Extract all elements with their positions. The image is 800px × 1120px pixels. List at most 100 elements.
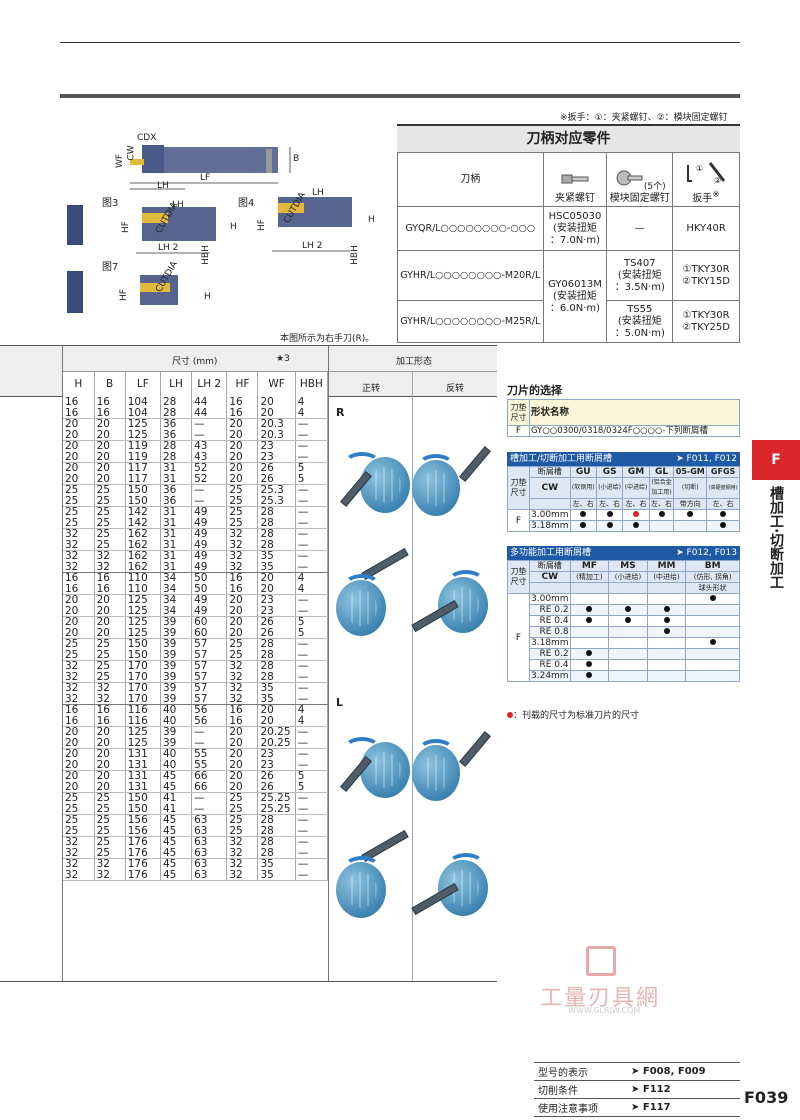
cell-b: 20 xyxy=(94,770,126,782)
cell-wf: 35 xyxy=(257,550,296,562)
cell-b: 25 xyxy=(94,517,126,530)
cell-lh2: 49 xyxy=(191,539,228,552)
cell-hbh: — xyxy=(295,825,329,838)
col-wf: WF xyxy=(257,372,296,397)
rotation-arrow-icon xyxy=(344,856,380,878)
cell-wf: 20.3 xyxy=(257,429,296,442)
parts-row1-wrench: HKY40R xyxy=(672,206,740,251)
cell-wf: 23 xyxy=(257,451,296,464)
cell-lh: 34 xyxy=(160,572,193,584)
cell-hf: 20 xyxy=(226,748,259,760)
cell-hf: 16 xyxy=(226,407,259,420)
t1-band: 带方向 xyxy=(673,498,708,510)
cell-h: 20 xyxy=(63,726,95,738)
cell-hf: 20 xyxy=(226,440,259,452)
cell-wf: 20.25 xyxy=(257,726,296,738)
cell-wf: 23 xyxy=(257,440,296,452)
cell-lf: 150 xyxy=(125,638,161,650)
cell-wf: 28 xyxy=(257,539,296,552)
t1-col-05gm-sub: (切断) xyxy=(673,477,708,499)
cell-hf: 16 xyxy=(226,583,259,596)
sel-title: 刀片的选择 xyxy=(507,384,562,397)
dim-lh2-f3: LH 2 xyxy=(158,243,179,253)
cell-wf: 20 xyxy=(257,715,296,728)
cell-b: 16 xyxy=(94,583,126,596)
col-hbh: HBH xyxy=(295,372,329,397)
t1-col-05gm: 05-GM xyxy=(673,466,708,478)
breaker-table-2: 刀垫 尺寸 断屑槽 MF MS MM BM CW (精加工) (小进给) (中进… xyxy=(507,560,740,682)
shape-value: GY○○0300/0318/0324F○○○○-下列断屑槽 xyxy=(529,425,740,437)
cell-lh2: 49 xyxy=(191,517,228,530)
cell-h: 20 xyxy=(63,440,95,452)
cell-b: 25 xyxy=(94,792,126,804)
t1-lr-gm: 左、右 xyxy=(622,498,650,510)
cell-hf: 32 xyxy=(226,550,259,562)
cell-hf: 32 xyxy=(226,682,259,694)
cell-hbh: — xyxy=(295,737,329,750)
shape-table: 刀垫 尺寸 形状名称 F GY○○0300/0318/0324F○○○○-下列断… xyxy=(507,399,740,437)
t2-f: F xyxy=(507,593,530,682)
cell-lf: 162 xyxy=(125,539,161,552)
cell-b: 20 xyxy=(94,462,126,474)
cell-hf: 16 xyxy=(226,572,259,584)
cell-lf: 125 xyxy=(125,627,161,640)
t2-cw: RE 0.8 xyxy=(529,626,571,638)
cell-h: 32 xyxy=(63,693,95,706)
avail-dot xyxy=(663,606,670,612)
ref-cut-link[interactable]: ➤ F112 xyxy=(627,1080,740,1099)
watermark-url: WWW.GLRJW.COM xyxy=(568,1006,641,1015)
cell-lh: 39 xyxy=(160,671,193,684)
dim-lh2-f4: LH 2 xyxy=(302,241,323,251)
cell-b: 16 xyxy=(94,572,126,584)
ref-note-link[interactable]: ➤ F117 xyxy=(627,1098,740,1117)
t2-col-bm: BM xyxy=(685,560,740,572)
cell-hf: 32 xyxy=(226,847,259,860)
cell-h: 25 xyxy=(63,649,95,662)
cell-lh2: 49 xyxy=(191,594,228,606)
cell-hbh: — xyxy=(295,649,329,662)
cell-lh2: — xyxy=(191,792,228,804)
cell-lh: 34 xyxy=(160,605,193,618)
t2-cw: 3.00mm xyxy=(529,593,571,605)
cell-hf: 20 xyxy=(226,473,259,486)
t1-ref: ➤ F011, F012 xyxy=(676,454,737,464)
cell-lh2: 63 xyxy=(191,847,228,860)
cell-b: 25 xyxy=(94,539,126,552)
page-number: F039 xyxy=(744,1088,789,1107)
avail-dot xyxy=(586,672,593,678)
cell-hf: 25 xyxy=(226,825,259,838)
ref-model-link[interactable]: ➤ F008, F009 xyxy=(627,1062,740,1081)
cell-hbh: — xyxy=(295,792,329,804)
col-hf: HF xyxy=(226,372,259,397)
cell-hf: 32 xyxy=(226,869,259,882)
side-tab-f: F xyxy=(752,440,800,480)
cell-lh2: 44 xyxy=(191,397,228,408)
left-col-divider xyxy=(62,345,63,982)
cell-wf: 28 xyxy=(257,517,296,530)
cell-h: 32 xyxy=(63,528,95,540)
cell-wf: 35 xyxy=(257,869,296,882)
cell-lf: 125 xyxy=(125,737,161,750)
spec-bottom-rule xyxy=(0,981,497,982)
dim-cdx: CDX xyxy=(137,133,157,143)
cell-lf: 125 xyxy=(125,594,161,606)
cell-hbh: — xyxy=(295,561,329,574)
table-row: RE 0.8 xyxy=(507,626,740,638)
shape-name-head: 形状名称 xyxy=(529,399,740,426)
table-row: RE 0.2 xyxy=(507,604,740,616)
parts-title-bar: 刀柄对应零件 xyxy=(397,124,740,152)
t2-pad-head: 刀垫 尺寸 xyxy=(507,560,530,594)
cell-b: 20 xyxy=(94,418,126,430)
legend: ：刊载的尺寸为标准刀片的尺寸 xyxy=(507,708,639,721)
cell-hf: 32 xyxy=(226,660,259,672)
cell-lf: 176 xyxy=(125,836,161,848)
cell-b: 20 xyxy=(94,451,126,464)
col-lh: LH xyxy=(160,372,193,397)
cell-h: 20 xyxy=(63,473,95,486)
cell-lh: 45 xyxy=(160,781,193,794)
cell-hbh: 4 xyxy=(295,572,329,584)
